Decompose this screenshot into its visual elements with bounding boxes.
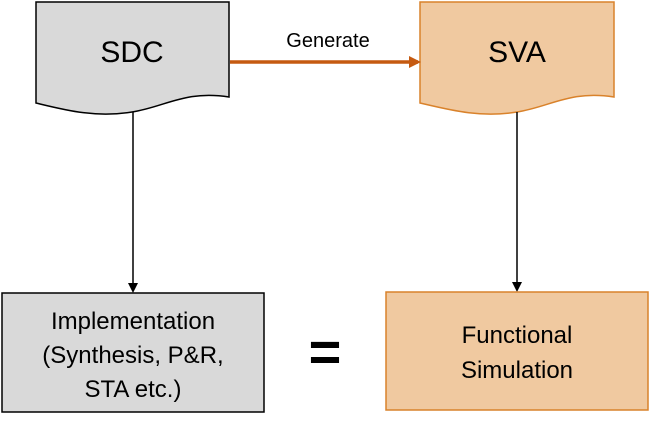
sva-document-shape bbox=[419, 1, 615, 115]
implementation-line-1: Implementation bbox=[51, 308, 215, 335]
generate-edge: Generate bbox=[230, 30, 421, 68]
functional-simulation-box: Functional Simulation bbox=[385, 291, 649, 411]
implementation-box: Implementation (Synthesis, P&R, STA etc.… bbox=[1, 292, 265, 413]
implementation-line-3: STA etc.) bbox=[85, 376, 182, 403]
sva-label: SVA bbox=[488, 36, 546, 69]
generate-label: Generate bbox=[286, 30, 369, 52]
sva-document: SVA bbox=[419, 1, 615, 115]
implementation-box-shape bbox=[1, 292, 265, 413]
implementation-line-2: (Synthesis, P&R, bbox=[42, 342, 223, 369]
equals-sign: = bbox=[309, 320, 342, 383]
sdc-document: SDC bbox=[35, 1, 230, 115]
functional-simulation-line-1: Functional bbox=[462, 322, 573, 349]
functional-simulation-box-shape bbox=[385, 291, 649, 411]
sdc-document-shape bbox=[35, 1, 230, 115]
sdc-label: SDC bbox=[100, 36, 163, 69]
functional-simulation-line-2: Simulation bbox=[461, 357, 573, 384]
